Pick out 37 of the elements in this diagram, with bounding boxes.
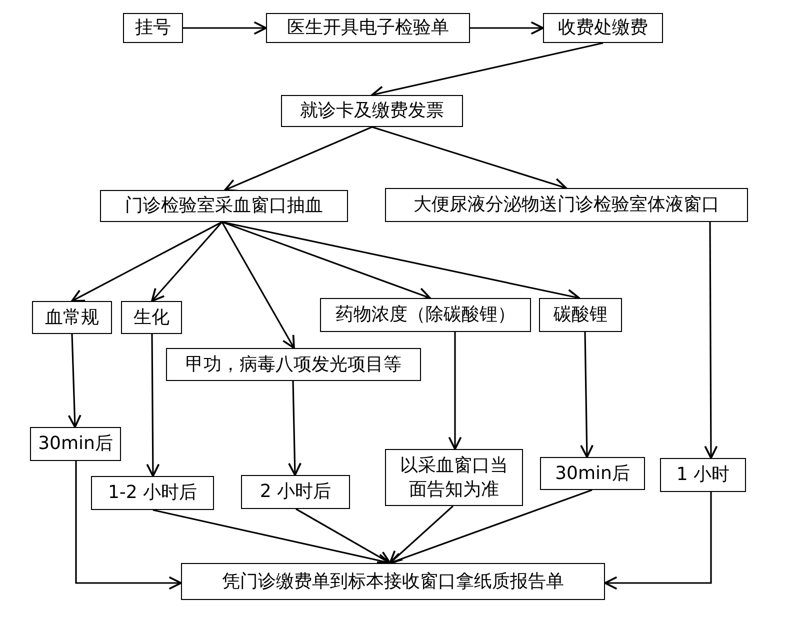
arrow — [224, 126, 372, 192]
process-box: 血常规 — [32, 301, 112, 334]
arrow — [448, 332, 462, 450]
arrow — [146, 334, 160, 477]
process-box: 医生开具电子检验单 — [266, 13, 470, 43]
arrow — [704, 222, 718, 459]
arrow — [470, 21, 544, 35]
arrow — [221, 222, 295, 349]
process-box: 大便尿液分泌物送门诊检验室体液窗口 — [385, 188, 748, 222]
arrow — [372, 126, 567, 191]
arrow — [296, 508, 391, 564]
process-box: 1 小时 — [660, 458, 746, 492]
arrow — [604, 492, 712, 590]
process-box: 挂号 — [123, 13, 183, 43]
process-box: 门诊检验室采血窗口抽血 — [100, 190, 348, 222]
process-box: 收费处缴费 — [543, 13, 663, 43]
arrow — [580, 332, 594, 458]
arrow — [222, 221, 431, 300]
process-box: 药物浓度（除碳酸锂） — [320, 298, 531, 332]
process-box: 30min后 — [30, 427, 121, 461]
arrow — [68, 334, 82, 428]
process-box: 2 小时后 — [241, 475, 350, 509]
process-box: 30min后 — [540, 457, 645, 490]
process-box: 生化 — [121, 301, 182, 334]
arrow — [288, 380, 302, 476]
process-box: 1-2 小时后 — [91, 476, 214, 510]
arrow — [151, 221, 223, 302]
arrow — [71, 221, 222, 302]
process-box: 甲功，病毒八项发光项目等 — [166, 348, 421, 381]
process-box: 凭门诊缴费单到标本接收窗口拿纸质报告单 — [181, 563, 605, 600]
process-box: 碳酸锂 — [539, 298, 622, 332]
arrow — [75, 461, 182, 590]
process-box: 以采血窗口当面告知为准 — [385, 449, 523, 506]
process-box: 就诊卡及缴费发票 — [281, 95, 463, 127]
arrow — [389, 505, 454, 564]
arrow — [183, 21, 267, 35]
arrow — [389, 489, 592, 566]
